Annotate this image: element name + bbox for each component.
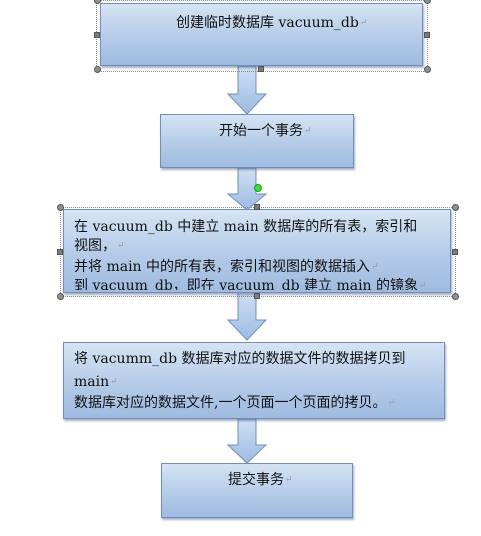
step-copy-pages-line-3: 数据库对应的数据文件,一个页面一个页面的拷贝。↵ (74, 395, 395, 411)
resize-handle-icon[interactable] (424, 32, 430, 38)
resize-handle-icon[interactable] (254, 293, 260, 299)
step-copy-pages-line-2: main↵ (74, 374, 118, 390)
step-commit-transaction-text: 提交事务↵ (228, 472, 293, 488)
step-build-mirror-line-4: 到 vacuum_db，即在 vacuum_db 建立 main 的镜象↵ (74, 278, 427, 290)
step-copy-pages-line-1: 将 vacumm_db 数据库对应的数据文件的数据拷贝到 (74, 351, 406, 367)
arrow-1-to-2 (226, 66, 268, 115)
resize-handle-icon[interactable] (424, 66, 431, 73)
resize-handle-icon[interactable] (94, 0, 101, 4)
resize-handle-icon[interactable] (57, 249, 63, 255)
step-build-mirror-textarea[interactable]: 在 vacuum_db 中建立 main 数据库的所有表，索引和 视图，↵ 并将… (64, 210, 450, 290)
paragraph-mark-icon: ↵ (359, 18, 368, 28)
step-copy-pages[interactable]: 将 vacumm_db 数据库对应的数据文件的数据拷贝到 main↵ 数据库对应… (63, 342, 445, 419)
resize-handle-icon[interactable] (258, 66, 264, 72)
paragraph-mark-icon: ↵ (117, 241, 125, 251)
step-build-mirror-line-2: 视图，↵ (74, 238, 125, 254)
resize-handle-icon[interactable] (452, 249, 458, 255)
step-build-mirror-line-1: 在 vacuum_db 中建立 main 数据库的所有表，索引和 (74, 219, 418, 235)
paragraph-mark-icon: ↵ (304, 126, 312, 136)
resize-handle-icon[interactable] (57, 293, 64, 300)
resize-handle-icon[interactable] (452, 204, 459, 211)
resize-handle-icon[interactable] (424, 0, 431, 4)
resize-handle-icon[interactable] (254, 204, 260, 210)
arrow-4-to-5 (226, 419, 268, 464)
step-create-temp-db-text: 创建临时数据库 vacuum_db↵ (176, 15, 368, 31)
step-build-mirror[interactable]: 在 vacuum_db 中建立 main 数据库的所有表，索引和 视图，↵ 并将… (63, 209, 451, 293)
resize-handle-icon[interactable] (452, 293, 459, 300)
arrow-2-to-3 (226, 168, 268, 211)
step-commit-transaction[interactable]: 提交事务↵ (161, 463, 353, 518)
paragraph-mark-icon: ↵ (419, 281, 427, 290)
resize-handle-icon[interactable] (94, 32, 100, 38)
paragraph-mark-icon: ↵ (371, 262, 379, 272)
rotate-handle-icon[interactable] (254, 184, 262, 192)
arrow-3-to-4 (226, 292, 268, 341)
step-create-temp-db[interactable]: 创建临时数据库 vacuum_db↵ (100, 3, 423, 66)
paragraph-mark-icon: ↵ (285, 475, 293, 485)
resize-handle-icon[interactable] (94, 66, 101, 73)
resize-handle-icon[interactable] (57, 204, 64, 211)
step-build-mirror-line-3: 并将 main 中的所有表，索引和视图的数据插入↵ (74, 259, 379, 275)
step-begin-transaction-text: 开始一个事务↵ (219, 123, 312, 139)
paragraph-mark-icon: ↵ (110, 377, 118, 387)
paragraph-mark-icon: ↵ (387, 398, 395, 408)
step-begin-transaction[interactable]: 开始一个事务↵ (160, 114, 354, 168)
